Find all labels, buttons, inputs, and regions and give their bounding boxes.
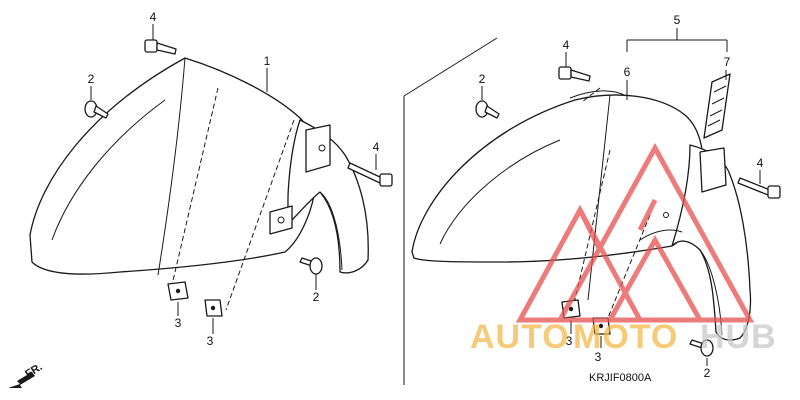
- watermark-logo: AUTO MOTO HUB: [470, 142, 777, 356]
- right-callout-reflector: 7: [724, 55, 731, 69]
- left-clip-b-icon: [204, 299, 223, 317]
- left-callout-bolt-right: 4: [373, 140, 380, 154]
- right-callout-clip-b: 3: [595, 350, 602, 364]
- left-callout-screw-top: 2: [88, 72, 95, 86]
- left-callout-fender: 1: [264, 54, 271, 68]
- left-clip-a-icon: [167, 281, 189, 301]
- right-callout-screw-left: 2: [479, 72, 486, 86]
- left-callout-clip-b: 3: [207, 334, 214, 348]
- left-callout-bolt-top: 4: [150, 10, 157, 24]
- right-callout-clip-a: 3: [566, 334, 573, 348]
- right-front-fender: [411, 94, 705, 263]
- left-callout-clip-a: 3: [175, 316, 182, 330]
- right-callout-bolt-top: 4: [563, 38, 570, 52]
- watermark-triangles-icon: [515, 142, 755, 323]
- left-screw-bottom-icon: [299, 257, 323, 275]
- right-callout-bolt-right: 4: [757, 156, 764, 170]
- section-divider: [403, 37, 498, 97]
- right-fender-group: 4 2 5 6 7 4 2 3 3: [411, 13, 781, 380]
- left-screw-top-icon: [84, 100, 109, 119]
- left-bolt-right-icon: [347, 162, 393, 187]
- right-rear-flap: [671, 144, 752, 341]
- left-fender-group: 4 2 1 4 2 3 3: [29, 10, 393, 348]
- diagram-code: KRJIF0800A: [589, 372, 652, 384]
- right-callout-fender: 6: [624, 65, 631, 79]
- watermark-text-left: AUTO: [470, 318, 570, 356]
- right-callout-assembly: 5: [674, 13, 681, 27]
- right-callout-screw-bottom: 2: [704, 366, 711, 380]
- right-screw-left-icon: [475, 100, 500, 119]
- watermark-text-mid: MOTO: [573, 318, 678, 356]
- watermark-text-right: HUB: [700, 318, 777, 356]
- front-direction-arrow-icon: FR.: [8, 361, 45, 388]
- right-bolt-top-icon: [558, 66, 591, 82]
- right-bolt-right-icon: [737, 177, 781, 199]
- left-callout-screw-bottom: 2: [313, 290, 320, 304]
- reflector-icon: [703, 73, 731, 139]
- right-screw-bottom-icon: [689, 339, 714, 357]
- left-bolt-top-icon: [144, 39, 177, 55]
